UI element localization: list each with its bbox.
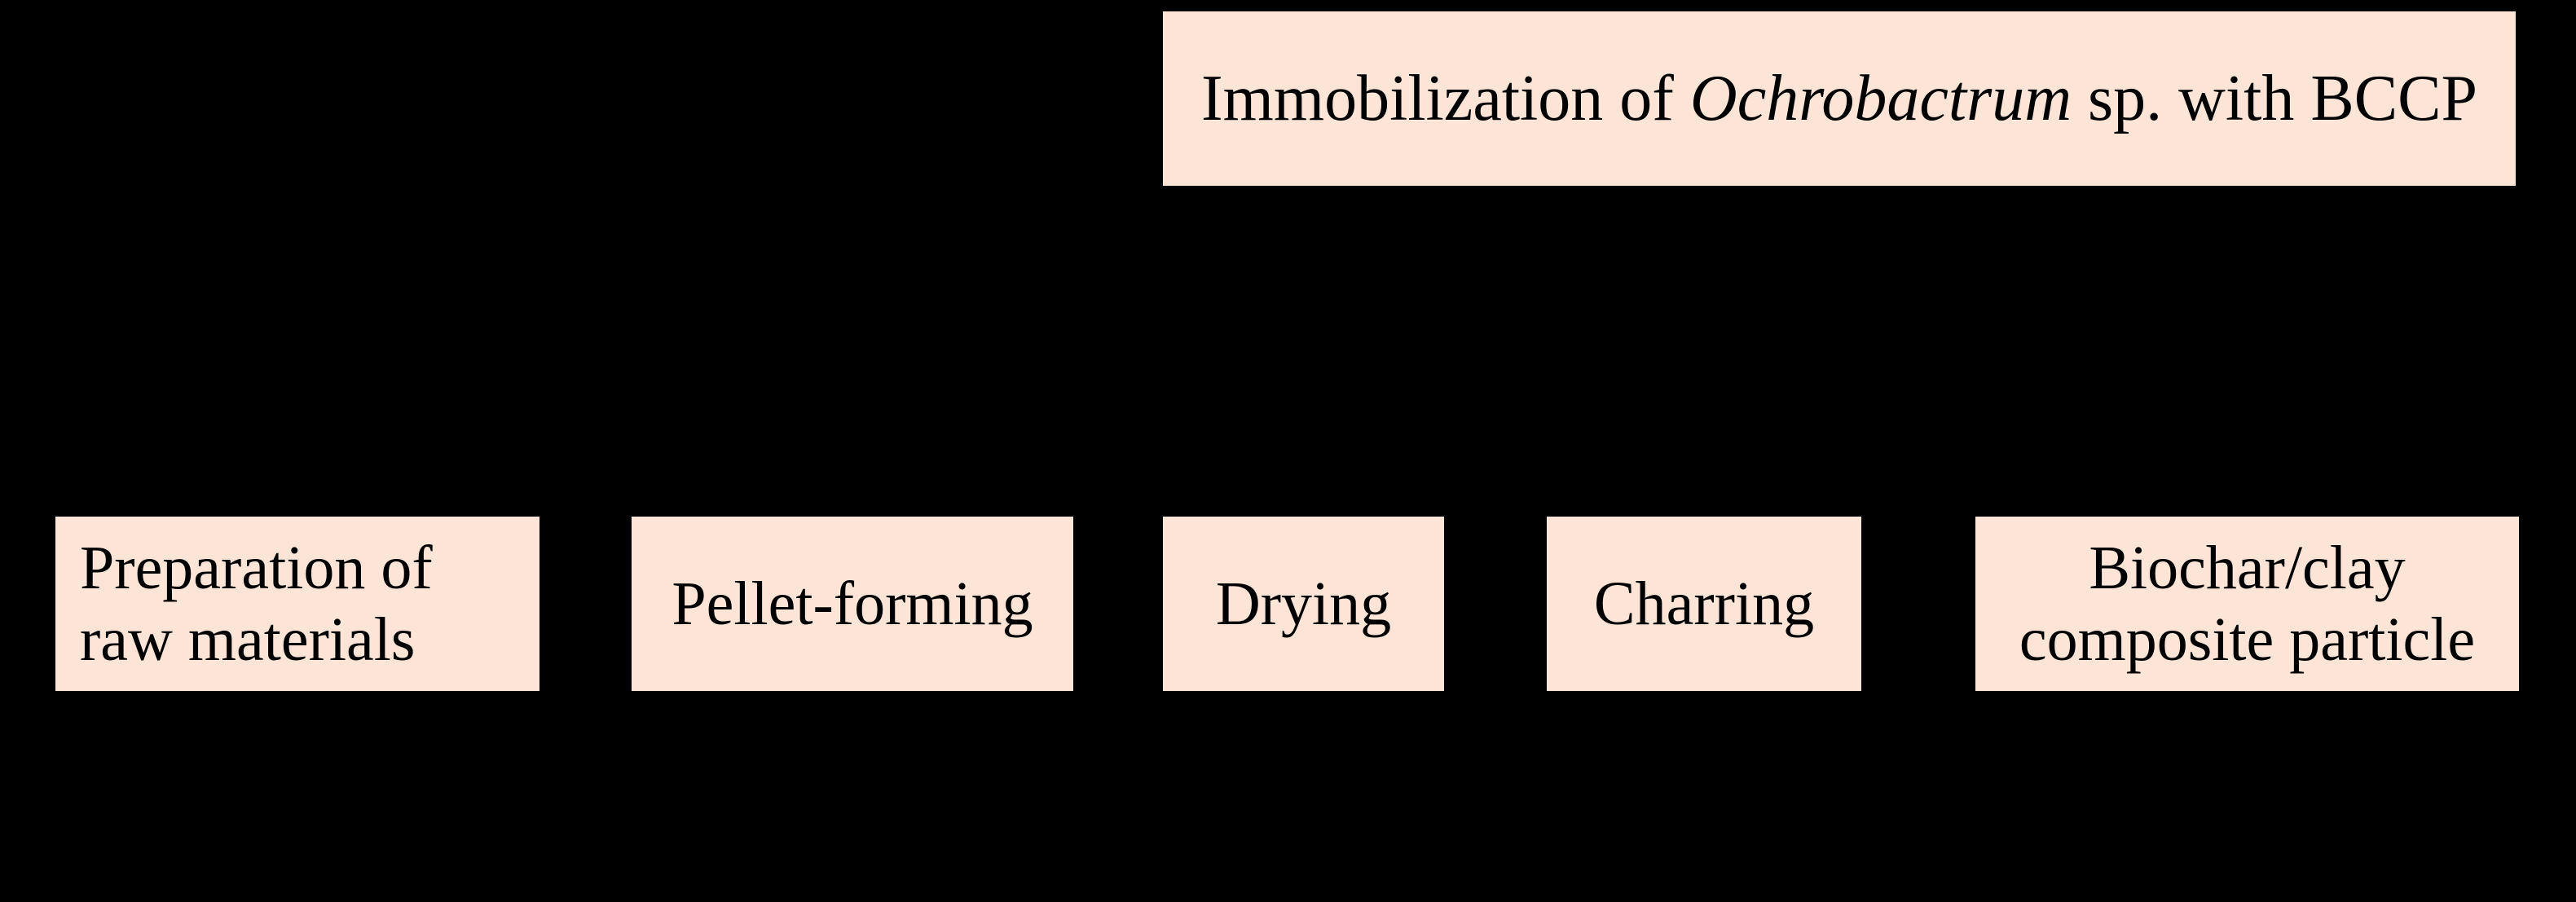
immobilization-suffix: sp. with BCCP: [2072, 63, 2477, 134]
step-drying-box: Drying: [1163, 517, 1444, 691]
step-bccp-label: Biochar/clay composite particle: [2019, 534, 2476, 674]
step-preparation-label: Preparation of raw materials: [80, 534, 433, 674]
step-charring-label: Charring: [1593, 570, 1815, 638]
immobilization-prefix: Immobilization of: [1201, 63, 1690, 134]
immobilization-box: Immobilization of Ochrobactrum sp. with …: [1163, 11, 2516, 186]
step-pellet-forming-box: Pellet-forming: [632, 517, 1073, 691]
step-preparation-box: Preparation of raw materials: [55, 517, 539, 691]
immobilization-label: Immobilization of Ochrobactrum sp. with …: [1201, 63, 2477, 134]
step-charring-box: Charring: [1547, 517, 1861, 691]
step-drying-label: Drying: [1215, 570, 1392, 638]
step-bccp-box: Biochar/clay composite particle: [1975, 517, 2519, 691]
species-name: Ochrobactrum: [1689, 63, 2072, 134]
step-pellet-forming-label: Pellet-forming: [672, 570, 1033, 638]
